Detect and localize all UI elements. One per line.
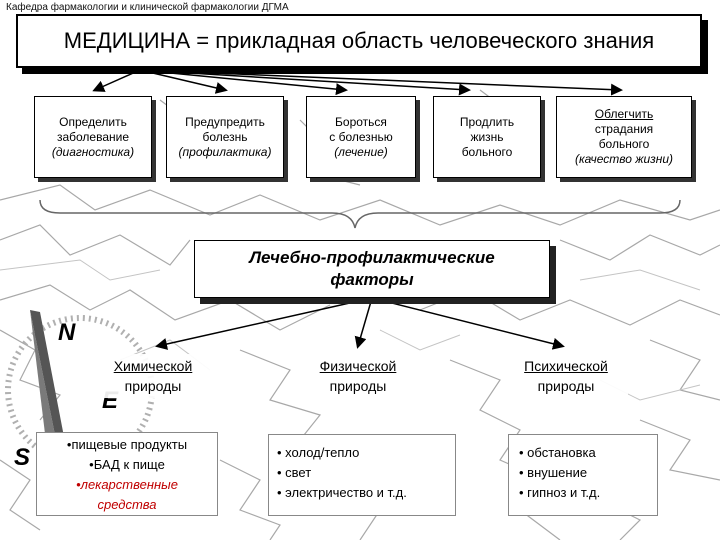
goal-line: больного <box>598 137 650 151</box>
goal-line: болезнь <box>202 129 248 144</box>
goal-italic: (качество жизни) <box>574 152 674 166</box>
goal-line: страдания <box>594 122 654 136</box>
psychic-list: • обстановка • внушение • гипноз и т.д. <box>508 434 658 516</box>
list-item: •БАД к пище <box>89 457 165 472</box>
list-item: • холод/тепло <box>277 445 360 460</box>
compass-n-label: N <box>58 319 76 346</box>
goal-treatment: Бороться с болезнью (лечение) <box>306 96 416 178</box>
goal-line: Определить <box>59 114 127 129</box>
goal-italic: (диагностика) <box>51 144 135 159</box>
category-title: Физической <box>319 358 397 374</box>
category-psychic: Психической природы <box>504 354 628 398</box>
list-item: • внушение <box>519 465 588 480</box>
goal-line: с болезнью <box>329 129 393 144</box>
goal-prolong-life: Продлить жизнь больного <box>433 96 541 178</box>
list-item: средства <box>97 497 157 512</box>
factors-box: Лечебно-профилактические факторы <box>194 240 550 298</box>
goal-line: жизнь <box>470 129 504 144</box>
category-sub: природы <box>537 378 595 394</box>
goal-line: Продлить <box>459 114 515 129</box>
list-item: • электричество и т.д. <box>277 485 407 500</box>
list-item: •лекарственные <box>76 477 178 492</box>
brace <box>39 199 681 229</box>
factors-line-1: Лечебно-профилактические <box>249 248 495 267</box>
goal-line: заболевание <box>56 129 130 144</box>
list-item: •пищевые продукты <box>66 437 188 452</box>
list-item: • обстановка <box>519 445 596 460</box>
category-physical: Физической природы <box>296 354 420 398</box>
physical-list: • холод/тепло • свет • электричество и т… <box>268 434 456 516</box>
goal-line: Бороться <box>335 114 387 129</box>
department-header: Кафедра фармакологии и клинической фарма… <box>6 2 289 13</box>
factors-line-2: факторы <box>330 270 414 289</box>
list-item: • свет <box>277 465 312 480</box>
goal-line: Облегчить <box>594 107 654 121</box>
category-chemical: Химической природы <box>88 354 218 398</box>
category-sub: природы <box>124 378 182 394</box>
list-item: • гипноз и т.д. <box>519 485 601 500</box>
category-title: Химической <box>113 358 193 374</box>
main-title: МЕДИЦИНА = прикладная область человеческ… <box>16 14 702 68</box>
category-title: Психической <box>524 358 608 374</box>
goal-prophylaxis: Предупредить болезнь (профилактика) <box>166 96 284 178</box>
goal-line: Предупредить <box>185 114 265 129</box>
goal-diagnostics: Определить заболевание (диагностика) <box>34 96 152 178</box>
goal-quality-of-life: Облегчить страдания больного (качество ж… <box>556 96 692 178</box>
category-sub: природы <box>329 378 387 394</box>
goal-line: больного <box>461 144 513 159</box>
compass-s-label: S <box>14 444 30 471</box>
goal-italic: (профилактика) <box>178 144 272 159</box>
chemical-list: •пищевые продукты •БАД к пище •лекарстве… <box>36 432 218 516</box>
goal-italic: (лечение) <box>334 144 388 159</box>
